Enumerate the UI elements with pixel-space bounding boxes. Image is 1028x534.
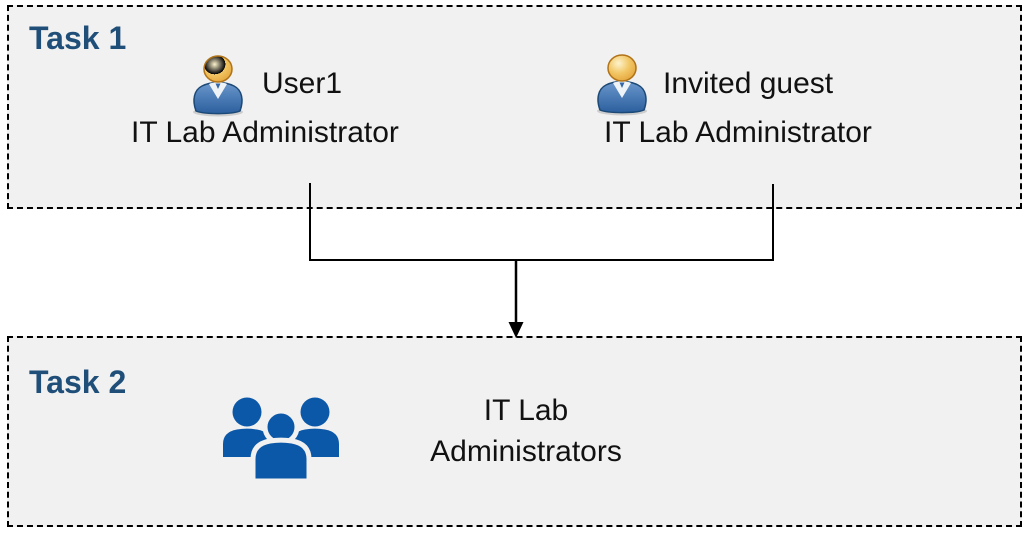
task2-label: Task 2 (29, 364, 127, 400)
task1-box (7, 5, 1022, 209)
task1-label: Task 1 (29, 20, 127, 56)
person-icon (597, 54, 647, 116)
people-group-icon (223, 397, 339, 484)
group-name-line1: IT Lab (483, 394, 569, 427)
person-role: IT Lab Administrator (604, 116, 872, 149)
task2-box (7, 336, 1022, 527)
person-role: IT Lab Administrator (131, 116, 399, 149)
person-name: User1 (262, 67, 343, 100)
person-icon (193, 55, 243, 117)
group-name: IT Lab Administrators (376, 390, 676, 472)
person-name: Invited guest (663, 67, 834, 100)
group-name-line2: Administrators (430, 435, 622, 468)
